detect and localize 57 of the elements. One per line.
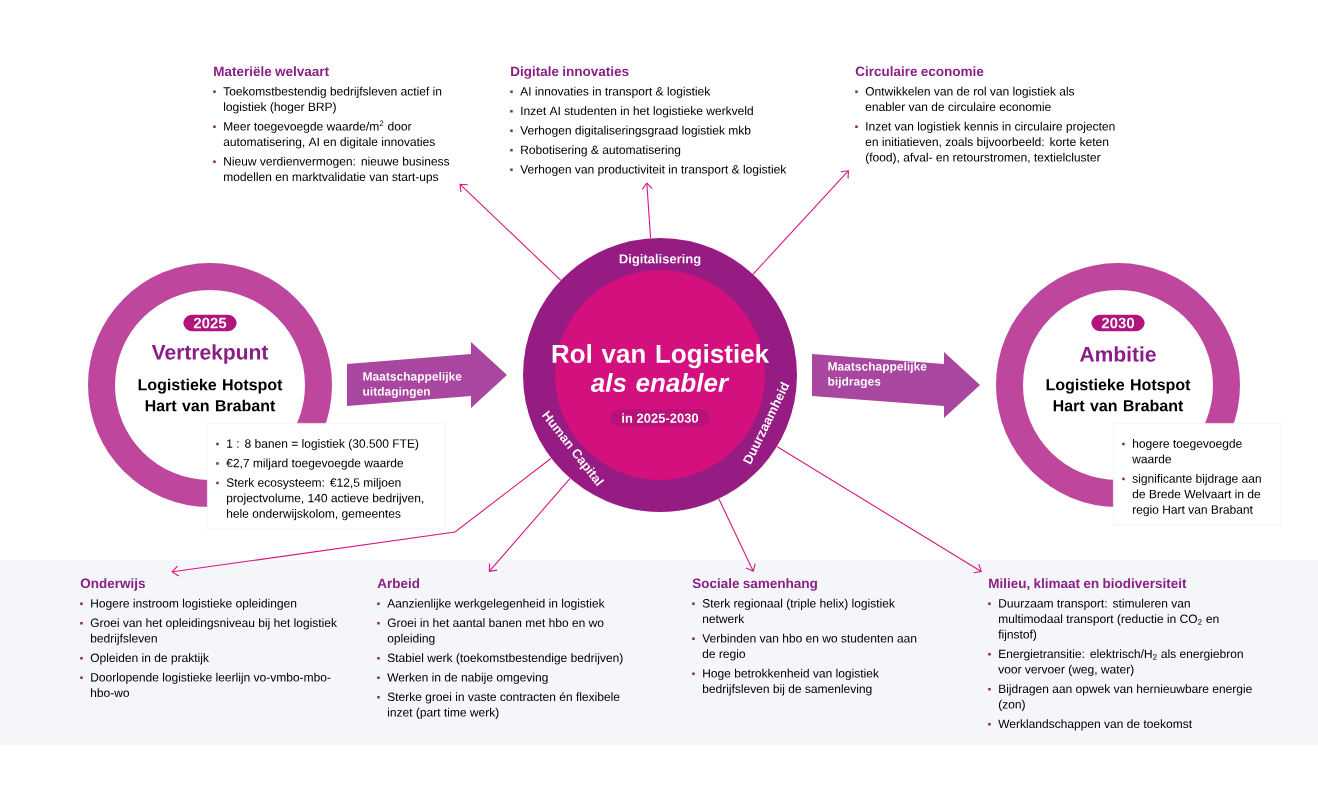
block-arrow [347,342,507,408]
list-item: Robotisering & automatisering [510,145,681,157]
list-item: Sterk ecosysteem: €12,5 miljoen projectvolume, 140 actieve bedrijven, hele onderwijskolom, gemeentes [216,478,424,521]
arrow [459,183,562,281]
list-item: Verbinden van hbo en wo studenten aan de regio [692,633,917,661]
list-item: Doorlopende logistieke leerlijn vo-vmbo-mbo-hbo-wo [80,672,331,698]
list-item: Inzet van logistiek kennis in circulaire projecten en initiatieven, zoals bijvoorbeeld: korte keten (food), afval- en retourstromen, textielcluster [855,121,1115,164]
arrow [488,477,571,572]
list-item: Groei van het opleidingsniveau bij het logistiek bedrijfsleven [80,618,337,645]
arrow [752,170,849,275]
list-item: Nieuw verdienvermogen: nieuwe business modellen en marktvalidatie van start-ups [213,156,450,184]
arrow [776,445,982,574]
section-heading: Onderwijs [80,578,145,591]
list-item: Aanzienlijke werkgelegenheid in logistiek [377,598,605,610]
list-item: AI innovaties in transport & logistiek [510,86,711,98]
list-item: Werken in de nabije omgeving [377,672,548,684]
edge-label: Maatschappelijke bijdrages [828,361,927,389]
section-heading: Materiële welvaart [214,66,329,77]
circle-subtitle: Logistieke Hotspot Hart van Brabant [138,378,283,412]
list-item: €2,7 miljard toegevoegde waarde [216,458,404,470]
section-heading: Sociale samenhang [692,578,817,591]
arrow [718,498,756,572]
edge-label: Maatschappelijke uitdagingen [363,371,462,399]
year-badge: 2025 [183,314,237,332]
circle-title: Ambitie [1080,346,1156,362]
list-item: Toekomstbestendig bedrijfsleven actief in logistiek (hoger BRP) [213,86,442,114]
info-card [207,423,446,530]
list-item: 1 : 8 banen = logistiek (30.500 FTE) [216,439,419,451]
circle-subtitle: Logistieke Hotspot Hart van Brabant [1046,378,1191,412]
list-item: Opleiden in de praktijk [80,653,209,665]
block-arrow [812,352,980,418]
list-item: Verhogen van productiviteit in transport & logistiek [510,164,787,176]
list-item: Stabiel werk (toekomstbestendige bedrijven) [377,653,623,665]
list-item: Hoge betrokkenheid van logistiek bedrijfsleven bij de samenleving [692,668,879,696]
info-card [1113,423,1282,526]
list-item: Werklandschappen van de toekomst [988,719,1192,731]
section-heading: Arbeid [377,578,420,589]
list-item: Verhogen digitaliseringsgraad logistiek mkb [510,125,751,137]
list-item: Sterk regionaal (triple helix) logistiek netwerk [692,598,895,624]
section-heading: Milieu, klimaat en biodiversiteit [989,578,1187,591]
section-heading: Circulaire economie [855,66,984,77]
list-item: Ontwikkelen van de rol van logistiek als enabler van de circulaire economie [855,86,1075,112]
arrow [171,457,552,577]
list-item: Duurzaam transport: stimuleren van multimodaal transport (reductie in CO$_{2}$ en fijnstof) [988,598,1219,641]
arrow [641,182,653,239]
list-item: Sterke groei in vaste contracten én flexibele inzet (part time werk) [377,692,620,719]
year-badge: 2030 [1091,314,1145,332]
list-item: Groei in het aantal banen met hbo en wo opleiding [377,618,604,645]
list-item: Meer toegevoegde waarde/m$^{2}$ door automatisering, AI en digitale innovaties [213,120,435,149]
section-heading: Digitale innovaties [511,66,629,79]
list-item: hogere toegevoegde waarde [1122,439,1242,464]
list-item: Inzet AI studenten in het logistieke werkveld [510,106,753,118]
list-item: significante bijdrage aan de Brede Welvaart in de regio Hart van Brabant [1122,474,1261,517]
list-item: Energietransitie: elektrisch/H$_{2}$ als energiebron voor vervoer (weg, water) [988,649,1243,676]
list-item: Bijdragen aan opwek van hernieuwbare energie (zon) [988,684,1252,711]
list-item: Hogere instroom logistieke opleidingen [80,598,297,610]
circle-title: Vertrekpunt [151,344,269,364]
